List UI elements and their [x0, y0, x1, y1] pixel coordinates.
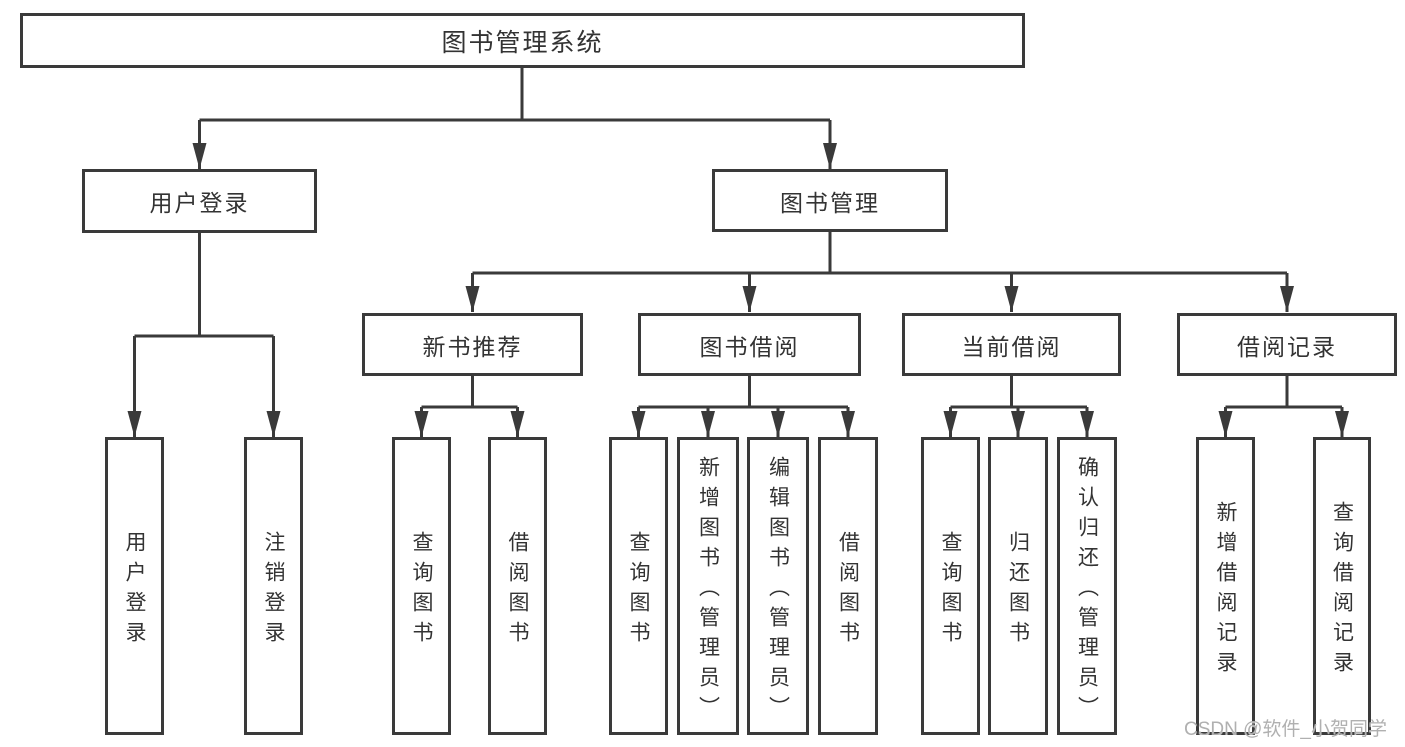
connector-book-management-to-level3	[471, 232, 1289, 312]
node-user-login-branch: 用户登录	[82, 169, 317, 233]
arrowhead-icon	[1080, 411, 1094, 437]
arrowhead-icon	[1004, 286, 1019, 312]
arrowhead-icon	[823, 143, 837, 169]
arrowhead-icon	[1280, 286, 1294, 312]
arrowhead-icon	[631, 411, 646, 437]
arrowhead-icon	[1011, 411, 1025, 437]
node-current-borrow: 当前借阅	[902, 313, 1121, 376]
node-leaf-add-books-admin: 新增图书（管理员）	[677, 437, 739, 735]
connector-new-book-to-leaves	[420, 376, 519, 437]
node-book-borrow: 图书借阅	[638, 313, 861, 376]
arrowhead-icon	[510, 411, 525, 437]
connector-root-to-level2	[198, 68, 832, 169]
node-book-management-branch: 图书管理	[712, 169, 948, 232]
connector-borrow-records-to-leaves	[1224, 376, 1344, 437]
node-leaf-query-books-1: 查询图书	[392, 437, 451, 735]
arrowhead-icon	[1335, 411, 1349, 437]
node-leaf-borrow-books-1: 借阅图书	[488, 437, 547, 735]
node-leaf-confirm-return-admin: 确认归还（管理员）	[1057, 437, 1117, 735]
arrowhead-icon	[465, 286, 480, 312]
node-leaf-user-login: 用户登录	[105, 437, 164, 735]
connector-user-login-to-leaves	[133, 233, 275, 437]
node-leaf-edit-books-admin: 编辑图书（管理员）	[747, 437, 809, 735]
arrowhead-icon	[943, 411, 958, 437]
arrowhead-icon	[1218, 411, 1233, 437]
node-leaf-borrow-books-2: 借阅图书	[818, 437, 878, 735]
arrowhead-icon	[742, 286, 757, 312]
node-leaf-query-borrow-record: 查询借阅记录	[1313, 437, 1371, 735]
arrowhead-icon	[414, 411, 429, 437]
connector-book-borrow-to-leaves	[637, 376, 850, 437]
csdn-watermark: CSDN @软件_小贺同学	[1184, 719, 1387, 740]
node-leaf-logout: 注销登录	[244, 437, 303, 735]
arrowhead-icon	[266, 411, 281, 437]
node-leaf-add-borrow-record: 新增借阅记录	[1196, 437, 1255, 735]
node-leaf-query-books-2: 查询图书	[609, 437, 668, 735]
arrowhead-icon	[771, 411, 785, 437]
arrowhead-icon	[701, 411, 715, 437]
arrowhead-icon	[192, 143, 207, 169]
node-new-book-recommend: 新书推荐	[362, 313, 583, 376]
arrowhead-icon	[841, 411, 855, 437]
arrowhead-icon	[127, 411, 142, 437]
node-leaf-query-books-3: 查询图书	[921, 437, 980, 735]
node-borrow-records: 借阅记录	[1177, 313, 1397, 376]
node-leaf-return-books: 归还图书	[988, 437, 1048, 735]
node-library-management-system: 图书管理系统	[20, 13, 1025, 68]
